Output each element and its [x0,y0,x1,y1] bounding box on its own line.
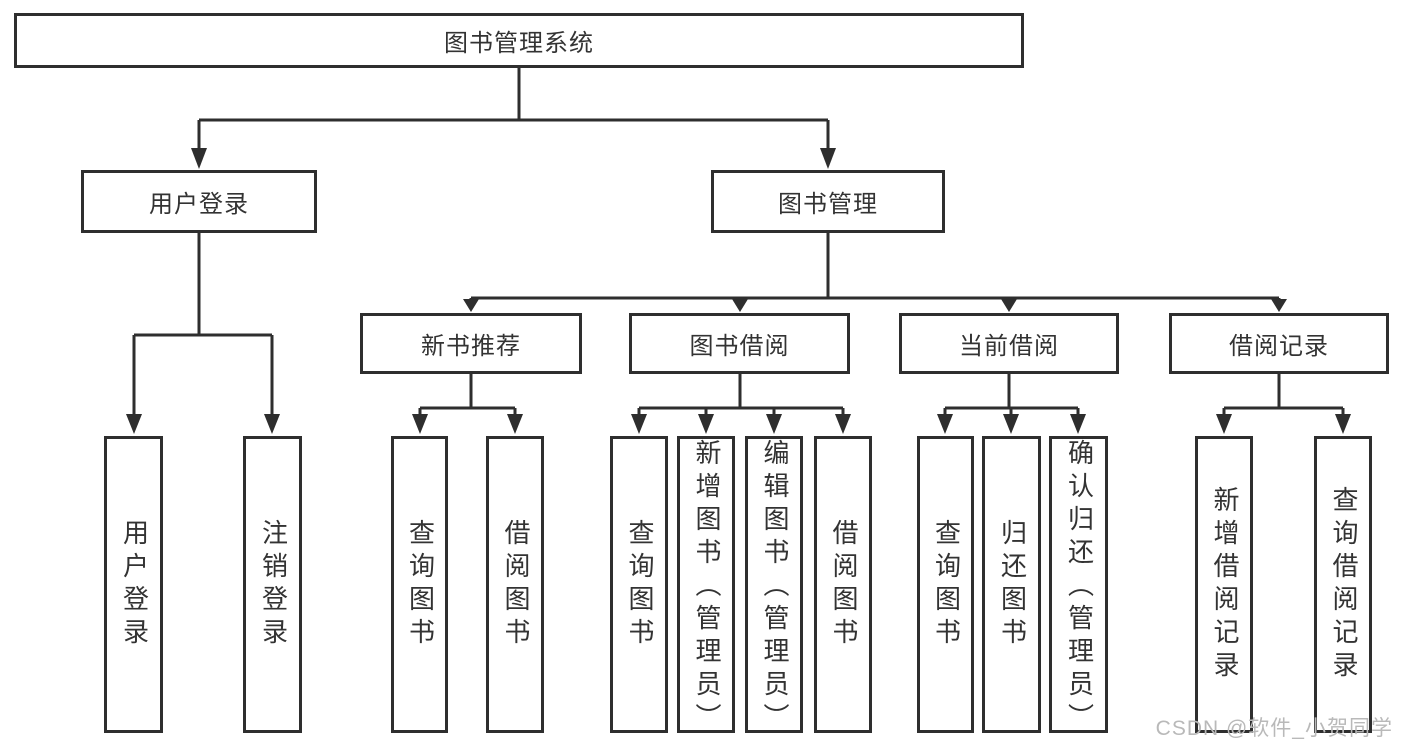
node-leaf-add-books-admin: 新增图书（管理员） [677,436,735,736]
node-library-management-system: 图书管理系统 [14,13,1024,68]
node-label: 新增借阅记录 [1209,485,1240,684]
node-label: 编辑图书（管理员） [759,439,790,736]
node-leaf-borrow-books-recommend: 借阅图书 [486,436,544,733]
node-label: 图书借阅 [689,333,790,360]
node-label: 查询图书 [931,518,962,651]
node-leaf-query-books-borrowing: 查询图书 [610,436,668,733]
node-book-management: 图书管理 [711,170,945,233]
node-label: 图书管理系统 [444,30,594,57]
node-borrowing-records: 借阅记录 [1169,313,1389,374]
node-leaf-return-books: 归还图书 [982,436,1041,733]
node-label: 借阅记录 [1229,333,1329,360]
node-label: 新增图书（管理员） [691,439,722,736]
node-leaf-edit-books-admin: 编辑图书（管理员） [745,436,803,736]
node-leaf-query-books-current: 查询图书 [917,436,974,733]
node-leaf-query-books-recommend: 查询图书 [391,436,448,733]
node-leaf-query-borrow-record: 查询借阅记录 [1314,436,1372,733]
node-leaf-add-borrow-record: 新增借阅记录 [1195,436,1253,733]
node-user-login: 用户登录 [81,170,317,233]
node-new-book-recommendation: 新书推荐 [360,313,582,374]
node-label: 借阅图书 [828,518,859,651]
node-label: 用户登录 [119,518,150,651]
node-book-borrowing: 图书借阅 [629,313,850,374]
node-label: 归还图书 [997,518,1028,651]
node-leaf-borrow-books-borrowing: 借阅图书 [814,436,872,733]
node-label: 查询图书 [624,518,655,651]
node-current-borrowing: 当前借阅 [899,313,1119,374]
node-label: 图书管理 [778,191,878,218]
node-label: 新书推荐 [421,333,521,360]
node-label: 查询图书 [405,518,436,651]
csdn-watermark: CSDN @软件_小贺同学 [1155,717,1393,740]
node-label: 当前借阅 [959,333,1059,360]
arrowheads [126,148,1351,434]
node-leaf-user-login: 用户登录 [104,436,163,733]
node-leaf-confirm-return-admin: 确认归还（管理员） [1049,436,1108,736]
node-label: 查询借阅记录 [1328,485,1359,684]
node-leaf-logout: 注销登录 [243,436,302,733]
node-label: 确认归还（管理员） [1064,439,1095,736]
node-label: 注销登录 [258,518,289,651]
node-label: 用户登录 [149,191,249,218]
node-label: 借阅图书 [500,518,531,651]
